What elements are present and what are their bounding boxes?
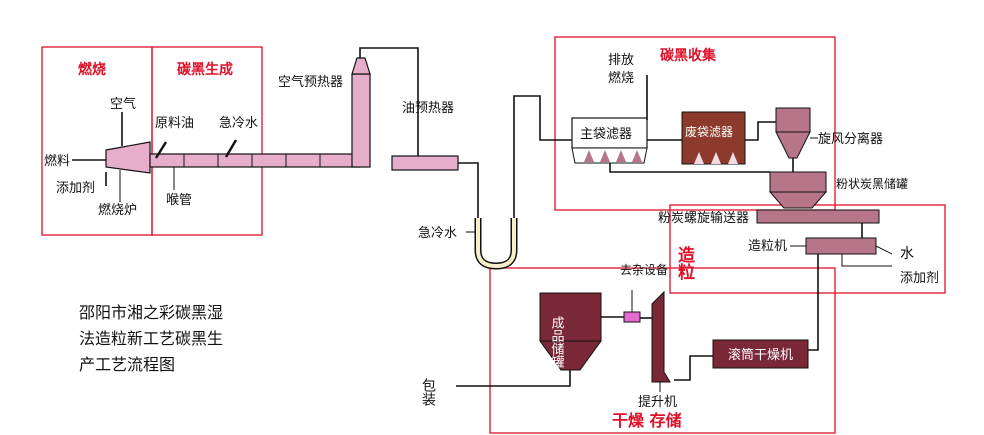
cyclone-cone — [775, 131, 811, 159]
air-preheater — [351, 73, 371, 168]
product-tank-cone — [539, 340, 602, 371]
zone-drying-storage — [489, 267, 836, 434]
filter-bag — [616, 150, 626, 162]
zone-title-drying-storage: 干燥 存储 — [612, 411, 682, 430]
diagram-title-line-1: 邵阳市湘之彩碳黑湿 — [79, 303, 223, 322]
product-storage-tank — [539, 292, 602, 342]
diagram-title-line-2: 法造粒新工艺碳黑生 — [79, 329, 223, 348]
filter-bag — [600, 150, 610, 162]
combustion-furnace — [105, 141, 151, 174]
filter-bag — [632, 150, 642, 162]
label-cyclone: 旋风分离器 — [818, 131, 883, 147]
label-water: 水 — [900, 246, 914, 262]
label-air-preheater: 空气预热器 — [278, 74, 343, 90]
label-additive: 添加剂 — [56, 181, 95, 196]
label-furnace: 燃烧炉 — [98, 202, 137, 218]
impurity-removal-device — [623, 311, 641, 323]
label-throat: 喉管 — [166, 193, 192, 208]
air-preheater-top — [351, 57, 371, 75]
label-impurity-removal-text: 去杂设备 — [620, 263, 668, 277]
label-screw-conveyor: 粉炭螺旋输送器 — [658, 210, 749, 226]
label-air: 空气 — [110, 96, 136, 112]
water-inlet-line — [875, 245, 893, 255]
oil-preheater — [391, 155, 459, 171]
granulator — [805, 237, 877, 255]
quench-water-injector — [224, 139, 238, 158]
rotary-dryer — [712, 339, 809, 369]
label-elevator: 提升机 — [638, 394, 677, 410]
zone-title-granulation: 造粒 — [674, 246, 695, 281]
quench-u-tube — [474, 218, 518, 270]
powder-tank-cone — [768, 191, 828, 209]
powder-carbon-black-tank — [769, 171, 827, 193]
label-quench-water-1: 急冷水 — [219, 116, 258, 131]
filter-bag — [584, 150, 594, 162]
bucket-elevator — [651, 290, 671, 383]
label-waste-bag-filter: 废袋滤器 — [685, 124, 733, 139]
zone-carbon-black-collection — [554, 36, 836, 211]
waste-filter-bag — [728, 152, 738, 164]
label-oil-preheater: 油预热器 — [402, 101, 454, 116]
powder-screw-conveyor — [756, 209, 880, 224]
label-packaging: 包装 — [420, 378, 436, 406]
label-exhaust: 排放 — [608, 53, 634, 68]
waste-filter-bag — [711, 152, 721, 164]
label-additive-2: 添加剂 — [900, 271, 939, 286]
main-filter-to-tank-pipe — [609, 163, 770, 173]
pipe-to-main-filter — [513, 95, 572, 218]
label-product-tank: 成品储罐 — [549, 316, 565, 368]
preheater-outlet-pipe — [359, 47, 419, 156]
label-quench-water-2: 急冷水 — [418, 226, 457, 241]
dryer-to-elevator-pipe — [674, 355, 713, 381]
zone-title-carbon-black-generation: 碳黑生成 — [177, 61, 233, 78]
reactor-tube — [149, 153, 361, 168]
label-rotary-dryer: 滚筒干燥机 — [728, 347, 793, 363]
label-granulator: 造粒机 — [748, 239, 787, 254]
waste-filter-bag — [694, 152, 704, 164]
label-impurity-removal: 去杂设备 — [620, 263, 668, 277]
label-feedstock-oil: 原料油 — [155, 116, 194, 131]
label-main-bag-filter: 主袋滤器 — [580, 127, 632, 142]
diagram-title-line-3: 产工艺流程图 — [79, 355, 175, 374]
granulator-to-dryer-pipe — [808, 254, 819, 351]
quench-u-tube-inner — [476, 218, 516, 269]
feedstock-oil-injector — [154, 141, 168, 159]
additive-inlet-line — [841, 254, 892, 267]
label-combustion-2: 燃烧 — [608, 70, 634, 86]
label-powder-tank: 粉状炭黑储罐 — [836, 176, 908, 191]
cyclone-separator — [775, 107, 811, 133]
label-fuel: 燃料 — [44, 153, 70, 169]
gas-pipe-to-quench — [458, 162, 479, 218]
pipe-to-cyclone — [745, 121, 776, 141]
zone-title-combustion: 燃烧 — [78, 61, 106, 78]
main-bag-filter — [571, 117, 648, 149]
zone-title-carbon-black-collection: 碳黑收集 — [660, 47, 717, 64]
packaging-outlet-pipe — [456, 370, 571, 387]
zone-carbon-black-generation — [151, 46, 263, 236]
